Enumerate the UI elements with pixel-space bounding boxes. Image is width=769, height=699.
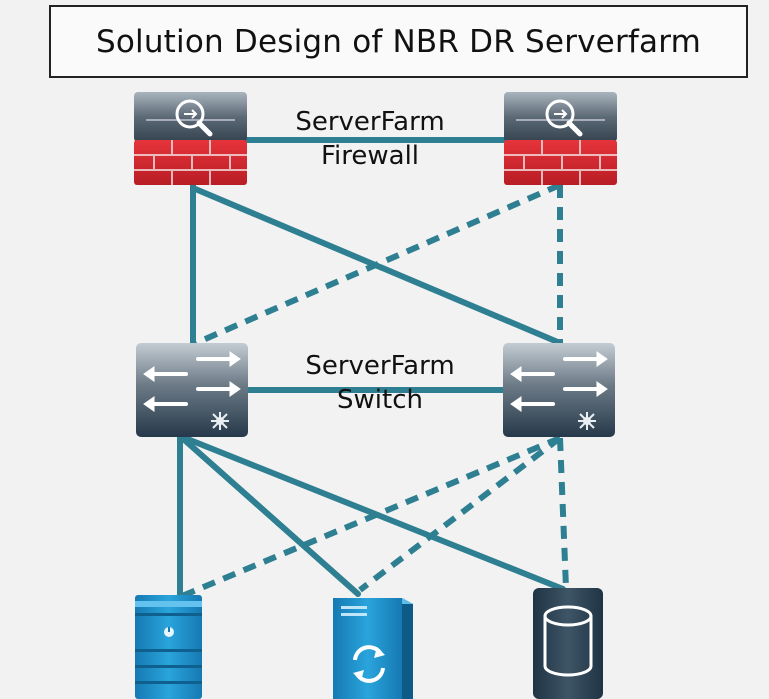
server-icon	[135, 595, 202, 699]
switch-icon	[136, 343, 248, 437]
firewall-label: ServerFarm Firewall	[270, 105, 470, 173]
switch-label-line2: Switch	[337, 385, 423, 415]
link-fw2-sw1-dashed	[194, 182, 562, 346]
switch-label-line1: ServerFarm	[305, 351, 455, 381]
database-icon	[533, 588, 603, 699]
app-server-icon	[333, 598, 413, 699]
link-sw1-app-server	[177, 433, 361, 597]
link-sw2-app-server-dashed	[358, 435, 562, 593]
link-sw1-database	[177, 433, 566, 592]
diagram-title: Solution Design of NBR DR Serverfarm	[95, 23, 702, 60]
link-sw2-server-dashed	[180, 435, 562, 599]
firewall-icon	[504, 92, 617, 185]
link-sw2-database-dashed	[557, 437, 569, 589]
switch-icon	[503, 343, 615, 437]
firewall-label-line1: ServerFarm	[295, 107, 445, 137]
switch-label: ServerFarm Switch	[280, 349, 480, 417]
firewall-label-line2: Firewall	[320, 141, 420, 171]
diagram-title-box: Solution Design of NBR DR Serverfarm	[49, 5, 748, 78]
firewall-icon	[134, 92, 247, 185]
